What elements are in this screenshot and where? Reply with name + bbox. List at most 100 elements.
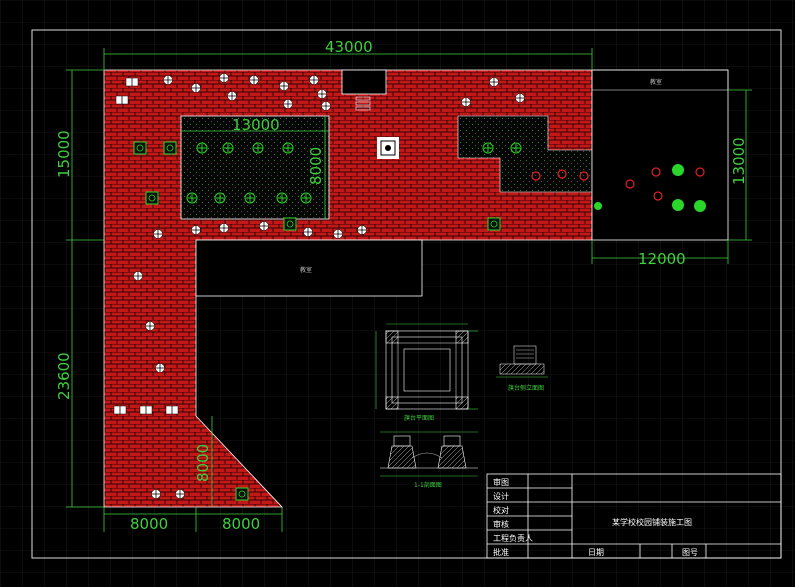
bench-symbols [113,77,179,415]
flag-platform-plan-detail [375,323,478,410]
tree-icon [249,75,259,85]
planter-icon [283,217,297,231]
bench-icon [139,405,153,415]
tree-icon [357,225,367,235]
right-building-label: 教室 [650,78,662,86]
tree-icon [321,101,331,111]
side-detail-caption: 旗台侧立面图 [508,384,544,392]
dim-triangle-height: 8000 [194,444,212,482]
dim-plaza-height: 8000 [307,147,325,185]
planter-icon [235,487,249,501]
dim-bottom-left: 8000 [130,515,168,533]
dim-left-upper: 15000 [55,130,73,178]
bench-icon [125,77,139,87]
tree-icon [153,229,163,239]
tree-icon [515,93,525,103]
date-label: 日期 [588,548,604,557]
tree-icon [219,223,229,233]
plaza-tree-icon [482,142,494,154]
tree-icon [279,81,289,91]
plaza-tree-icon [222,142,234,154]
title-block-row-label: 校对 [493,505,509,515]
plaza-tree-icon [186,192,198,204]
tree-icon [259,221,269,231]
shrub-icon [594,202,602,210]
dim-top-width: 43000 [325,38,373,56]
tree-icon [303,227,313,237]
flag-platform-side-detail [496,345,548,378]
title-block-row-label: 工程负责人 [493,533,533,543]
stage-notch [341,69,387,95]
tree-icon [309,75,319,85]
flower-icon [625,179,635,189]
plaza-tree-icon [214,192,226,204]
flower-icon [579,171,589,181]
plaza-tree-icon [276,192,288,204]
tree-icon [191,83,201,93]
plaza-tree-icon [252,142,264,154]
center-building [195,239,423,297]
tree-icon [489,77,499,87]
flower-icon [695,167,705,177]
flag-platform-icon [377,137,399,159]
bench-icon [113,405,127,415]
tree-icon [151,489,161,499]
tree-icon [333,229,343,239]
flower-icon [651,167,661,177]
planter-icon [145,191,159,205]
tree-icon [227,91,237,101]
flower-icon [653,191,663,201]
title-block-row-label: 设计 [493,491,509,501]
plan-detail-caption: 旗台平面图 [404,414,434,422]
shrub-icon [694,200,706,212]
dimension-lines [66,48,752,532]
planter-icon [163,141,177,155]
bench-icon [165,405,179,415]
plaza-tree-icon [196,142,208,154]
project-title: 某学校校园铺装施工图 [612,517,692,527]
dim-left-lower: 23600 [55,352,73,400]
flag-platform-section-detail [380,431,478,477]
dim-right-width: 12000 [638,250,686,268]
shrub-icon [672,164,684,176]
steps-symbol [355,96,371,111]
tree-icon [155,363,165,373]
planter-icon [133,141,147,155]
shrub-icon [672,199,684,211]
title-block-row-label: 审核 [493,519,509,529]
section-detail-caption: 1-1剖面图 [414,481,442,489]
right-building-header [591,69,729,91]
tree-icon [461,97,471,107]
title-block-row-label: 审图 [493,477,509,487]
dim-bottom-right: 8000 [222,515,260,533]
planter-icon [487,217,501,231]
dim-right-height: 13000 [730,137,748,185]
tree-icon [191,225,201,235]
sheet-border [31,29,782,559]
sheet-number-label: 图号 [682,548,698,557]
plaza-tree-icon [244,192,256,204]
tree-icon [133,271,143,281]
planter-symbols [133,141,501,501]
inner-plaza [180,115,330,220]
tree-icon [219,73,229,83]
title-block-row-label: 批准 [493,547,509,557]
tree-icon [283,99,293,109]
title-block [486,473,782,559]
center-building-label: 教室 [300,266,312,274]
plaza-tree-icon [510,142,522,154]
tree-icon [317,89,327,99]
flower-icon [557,169,567,179]
tree-symbols [133,73,525,499]
plaza-tree-icon [300,192,312,204]
flower-icon [531,171,541,181]
plaza-tree-icon [282,142,294,154]
tree-icon [163,75,173,85]
shrub-symbols [531,164,706,212]
tree-icon [175,489,185,499]
dim-plaza-width: 13000 [232,116,280,134]
right-building [591,69,729,241]
tree-icon [145,321,155,331]
